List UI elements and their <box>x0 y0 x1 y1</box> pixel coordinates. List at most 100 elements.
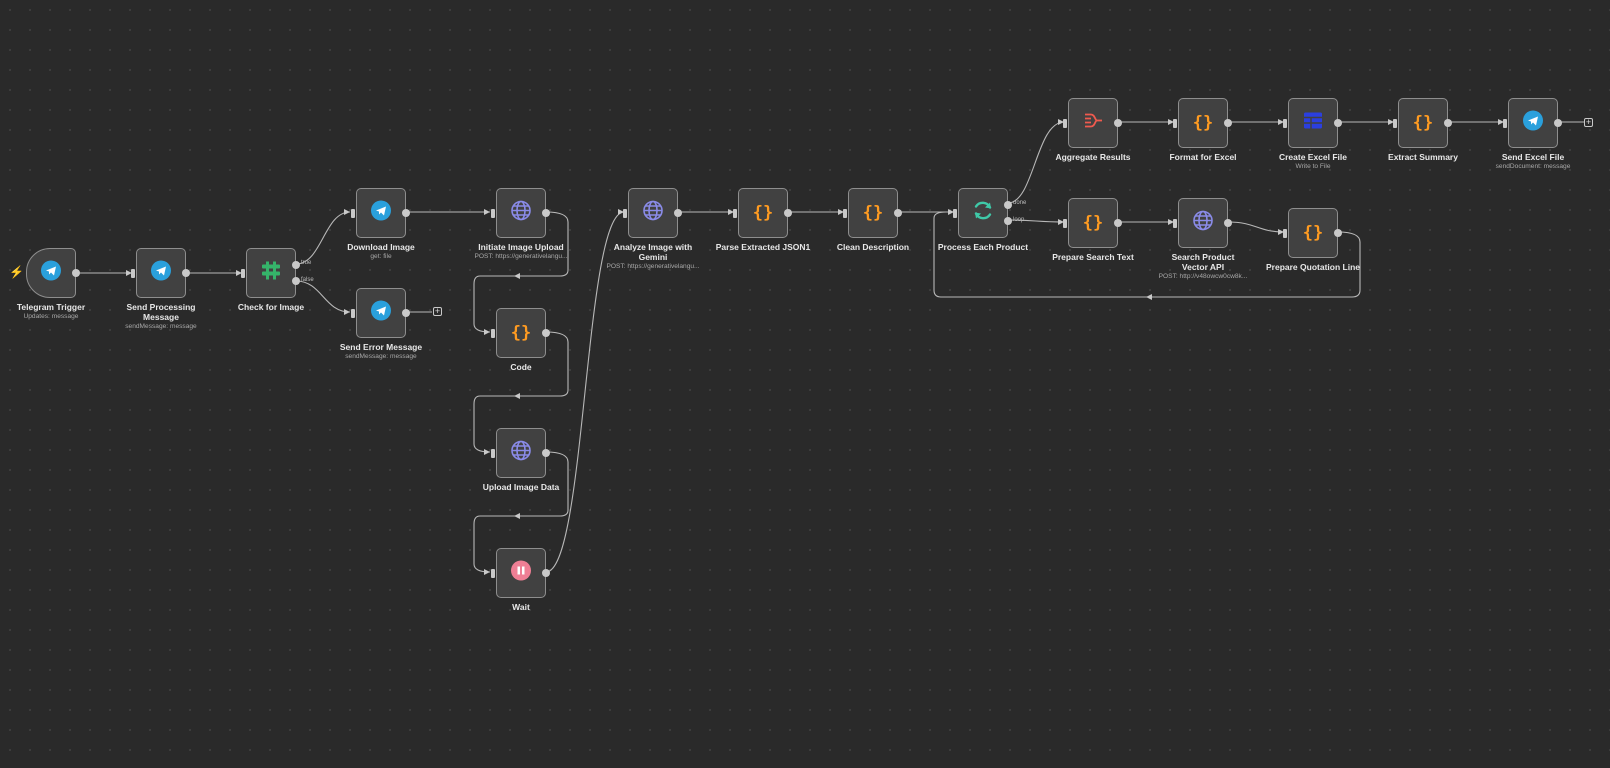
node-search-product-vector-api[interactable] <box>1173 198 1232 248</box>
input-handle[interactable] <box>953 208 957 218</box>
input-handle[interactable] <box>491 328 495 338</box>
output-handle[interactable] <box>182 269 190 277</box>
output-handle[interactable] <box>1224 219 1232 227</box>
input-handle[interactable] <box>351 208 355 218</box>
code-braces-icon: {} <box>1192 113 1214 133</box>
spreadsheet-icon <box>1302 110 1324 137</box>
code-braces-icon: {} <box>862 203 884 223</box>
telegram-icon <box>371 300 391 326</box>
node-subtitle: get: file <box>370 253 392 260</box>
node-check-for-image[interactable] <box>241 248 300 298</box>
output-handle-done[interactable] <box>1004 201 1012 210</box>
output-handle[interactable] <box>1444 119 1452 127</box>
node-send-excel-file[interactable] <box>1503 98 1562 148</box>
output-handle[interactable] <box>1114 119 1122 127</box>
output-handle[interactable] <box>542 209 550 217</box>
node-wait[interactable] <box>491 548 550 598</box>
globe-icon <box>642 200 664 227</box>
output-handle[interactable] <box>1114 219 1122 227</box>
if-icon <box>260 260 282 287</box>
connection <box>545 211 625 573</box>
output-handle[interactable] <box>1224 119 1232 127</box>
input-handle[interactable] <box>1283 118 1287 128</box>
input-handle[interactable] <box>491 568 495 578</box>
input-handle[interactable] <box>241 268 245 278</box>
node-clean-description[interactable]: {} <box>843 188 902 238</box>
node-telegram-trigger[interactable] <box>26 248 80 298</box>
node-create-excel-file[interactable] <box>1283 98 1342 148</box>
input-handle[interactable] <box>1063 218 1067 228</box>
code-braces-icon: {} <box>1302 223 1324 243</box>
input-handle[interactable] <box>131 268 135 278</box>
telegram-icon <box>41 260 61 286</box>
loop-icon <box>971 199 995 228</box>
output-handle-true[interactable] <box>292 261 300 270</box>
node-send-processing-message[interactable] <box>131 248 190 298</box>
node-upload-image-data[interactable] <box>491 428 550 478</box>
node-label: Search Product Vector API <box>1171 252 1235 272</box>
output-handle[interactable] <box>542 329 550 337</box>
input-handle[interactable] <box>1393 118 1397 128</box>
node-process-each-product[interactable] <box>953 188 1012 238</box>
input-handle[interactable] <box>623 208 627 218</box>
input-handle[interactable] <box>1173 118 1177 128</box>
node-subtitle: POST: https://generativelangu... <box>474 253 568 260</box>
input-handle[interactable] <box>1283 228 1287 238</box>
input-handle[interactable] <box>1173 218 1177 228</box>
node-subtitle: Write to File <box>1295 163 1331 170</box>
output-handle[interactable] <box>784 209 792 217</box>
node-send-error-message[interactable] <box>351 288 410 338</box>
input-handle[interactable] <box>843 208 847 218</box>
input-handle[interactable] <box>733 208 737 218</box>
output-handle[interactable] <box>72 269 80 277</box>
code-braces-icon: {} <box>510 323 532 343</box>
node-initiate-image-upload[interactable] <box>491 188 550 238</box>
output-handle-loop[interactable] <box>1004 216 1012 225</box>
node-extract-summary[interactable]: {} <box>1393 98 1452 148</box>
node-subtitle: POST: https://generativelangu... <box>606 263 700 270</box>
output-handle[interactable] <box>1554 119 1562 127</box>
globe-icon <box>1192 210 1214 237</box>
node-subtitle: sendMessage: message <box>345 353 417 360</box>
output-handle[interactable] <box>1334 229 1342 237</box>
telegram-icon <box>371 200 391 226</box>
output-handle[interactable] <box>674 209 682 217</box>
input-handle[interactable] <box>491 208 495 218</box>
node-label: Analyze Image with Gemini <box>613 242 693 262</box>
node-download-image[interactable] <box>351 188 410 238</box>
branch-label-false: false <box>301 277 314 283</box>
output-handle[interactable] <box>894 209 902 217</box>
node-label: Process Each Product <box>937 242 1029 252</box>
node-subtitle: sendDocument: message <box>1495 163 1571 170</box>
connection <box>295 211 351 265</box>
code-braces-icon: {} <box>752 203 774 223</box>
output-handle[interactable] <box>1334 119 1342 127</box>
trigger-bolt-icon: ⚡ <box>9 265 24 279</box>
node-code[interactable]: {} <box>491 308 550 358</box>
node-label: Send Processing Message <box>126 302 196 322</box>
node-format-for-excel[interactable]: {} <box>1173 98 1232 148</box>
output-handle[interactable] <box>402 309 410 317</box>
node-prepare-search-text[interactable]: {} <box>1063 198 1122 248</box>
input-handle[interactable] <box>1503 118 1507 128</box>
node-aggregate-results[interactable] <box>1063 98 1122 148</box>
node-label: Extract Summary <box>1388 152 1458 162</box>
add-node-plus-icon[interactable]: + <box>433 306 442 316</box>
node-prepare-quotation-line[interactable]: {} <box>1283 208 1342 258</box>
branch-label-done: done <box>1013 200 1027 206</box>
node-analyze-image-with-gemini[interactable] <box>623 188 682 238</box>
globe-icon <box>510 200 532 227</box>
branch-label-loop: loop <box>1013 217 1025 223</box>
node-parse-extracted-json[interactable]: {} <box>733 188 792 238</box>
output-handle-false[interactable] <box>292 276 300 285</box>
input-handle[interactable] <box>491 448 495 458</box>
output-handle[interactable] <box>542 449 550 457</box>
code-braces-icon: {} <box>1412 113 1434 133</box>
add-node-plus-icon[interactable]: + <box>1584 117 1593 127</box>
output-handle[interactable] <box>542 569 550 577</box>
input-handle[interactable] <box>1063 118 1067 128</box>
output-handle[interactable] <box>402 209 410 217</box>
input-handle[interactable] <box>351 308 355 318</box>
pause-icon <box>511 560 531 586</box>
